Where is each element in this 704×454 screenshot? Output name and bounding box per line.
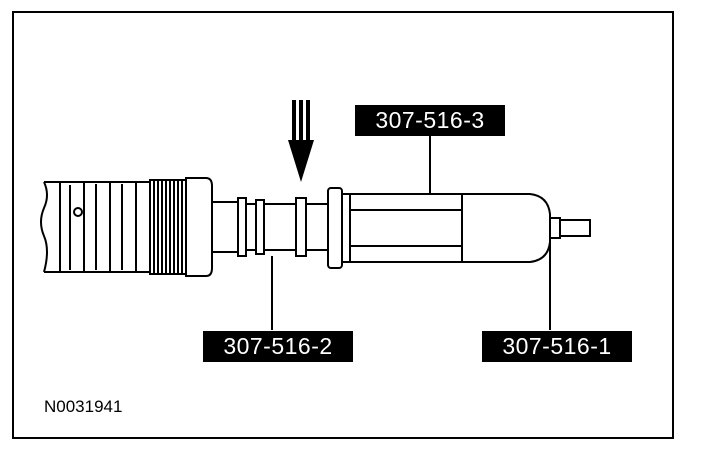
callout-tool-2: 307-516-2: [203, 331, 353, 362]
seal-installer: [211, 197, 329, 257]
sleeve-body: [327, 187, 591, 269]
down-arrow-icon: [288, 100, 314, 182]
callout-tool-3: 307-516-3: [355, 105, 505, 136]
figure-id-label: N0031941: [44, 397, 123, 416]
output-shaft: [40, 177, 213, 277]
callout-tool-1: 307-516-1: [482, 331, 632, 362]
